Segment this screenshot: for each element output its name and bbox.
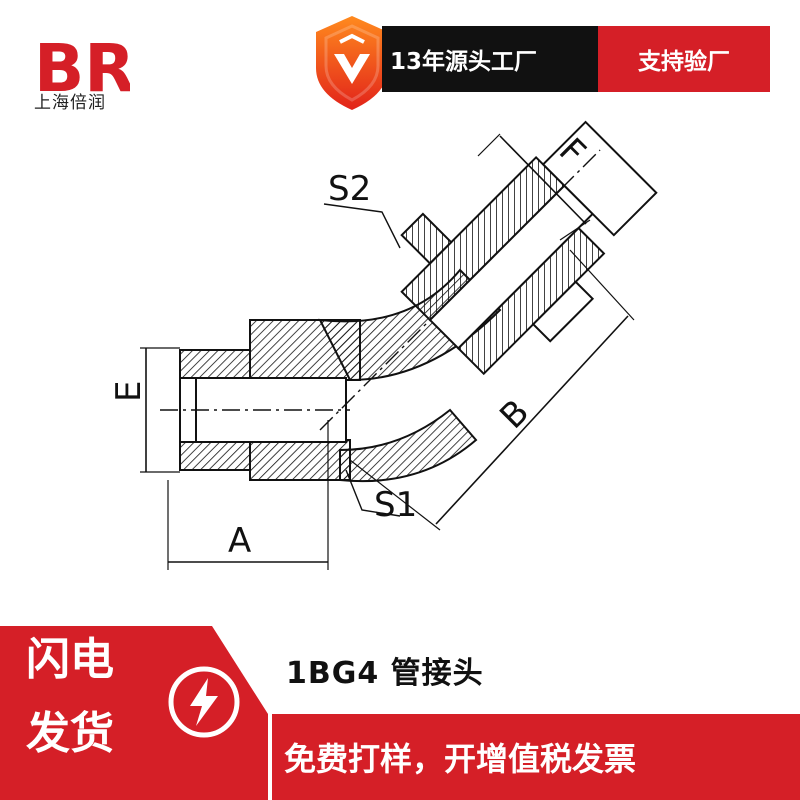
- label-b: B: [492, 392, 537, 437]
- promo-banner: 免费打样，开增值税发票: [272, 714, 800, 800]
- inspection-banner: 支持验厂: [598, 26, 770, 92]
- fast-shipping-line2: 发货: [26, 708, 114, 759]
- lightning-icon: [168, 666, 240, 738]
- shield-icon: [316, 16, 388, 110]
- fitting-technical-drawing: S2 F E B S1 A: [109, 120, 658, 570]
- product-title: 1BG4 管接头: [286, 656, 484, 691]
- fast-shipping-line1: 闪电: [26, 634, 114, 685]
- label-e: E: [109, 381, 149, 402]
- brand-name: 上海倍润: [34, 93, 106, 113]
- logo-lettering: BR: [34, 30, 130, 107]
- brand-logo: BR: [34, 30, 130, 107]
- label-a: A: [228, 521, 251, 561]
- factory-banner: 13年源头工厂: [382, 26, 598, 92]
- label-s1: S1: [374, 485, 417, 525]
- label-s2: S2: [328, 169, 371, 209]
